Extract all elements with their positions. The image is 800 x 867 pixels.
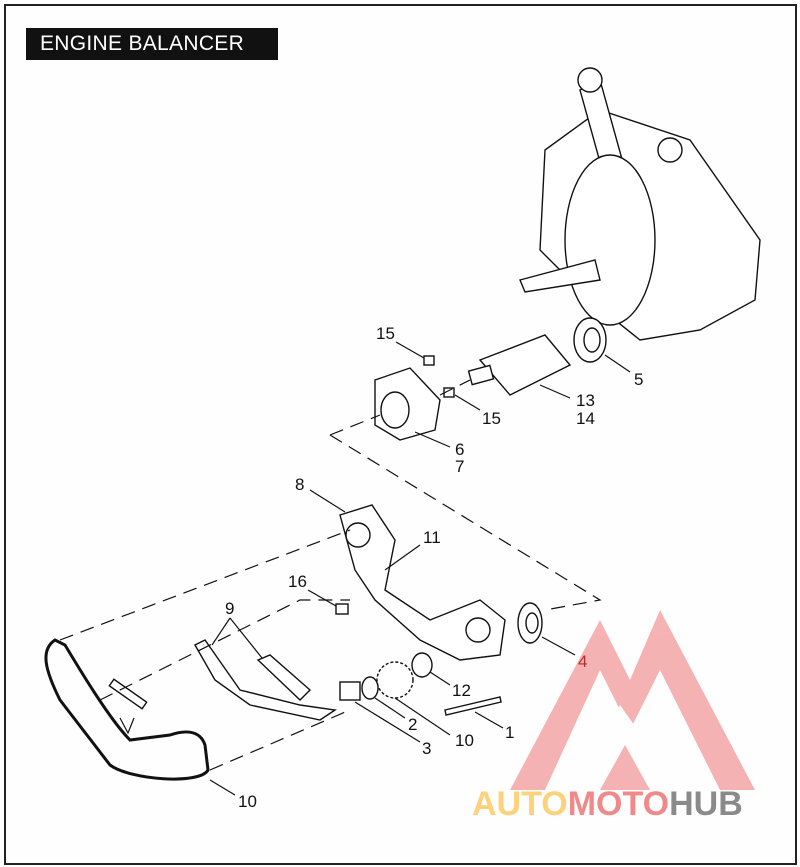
bushing: [339, 681, 361, 701]
crankcase-assembly: [519, 67, 761, 341]
spacer: [361, 676, 379, 700]
direction-arrow-icon: [119, 717, 135, 735]
callout-5: 5: [634, 370, 643, 389]
chain-guide: [194, 639, 337, 721]
dowel-pin-16: [335, 603, 349, 615]
watermark-logo: [510, 610, 755, 790]
page-title: ENGINE BALANCER: [26, 28, 278, 60]
callout-14: 14: [576, 409, 595, 428]
callout-8: 8: [295, 475, 304, 494]
callout-1: 1: [505, 723, 514, 742]
callout-16: 16: [288, 572, 307, 591]
balancer-shaft: [467, 334, 572, 396]
callout-4: 4: [578, 652, 587, 671]
chain-link-detail: [108, 678, 148, 710]
chain-tensioner: [256, 654, 312, 701]
bearing-4: [517, 602, 543, 644]
callout-7: 7: [455, 457, 464, 476]
drive-chain: [44, 638, 210, 781]
leader-lines: [209, 341, 631, 796]
callout-2: 2: [408, 715, 417, 734]
balancer-housing: [374, 367, 441, 441]
bearing-5: [573, 317, 607, 363]
callout-10: 10: [238, 792, 257, 811]
callout-10: 10: [455, 731, 474, 750]
callout-9: 9: [225, 599, 234, 618]
callout-12: 12: [452, 681, 471, 700]
callout-6: 6: [455, 440, 464, 459]
callout-11: 11: [423, 528, 441, 547]
sprocket: [376, 661, 414, 699]
balancer-bracket: [339, 504, 506, 661]
spacer-12: [411, 652, 433, 678]
callout-15: 15: [482, 409, 501, 428]
watermark-text: AUTOMOTOHUB: [472, 785, 743, 823]
callout-13: 13: [576, 391, 595, 410]
bolt: [444, 696, 502, 716]
callout-15: 15: [376, 324, 395, 343]
dowel-pin: [423, 355, 435, 366]
callout-3: 3: [422, 739, 431, 758]
